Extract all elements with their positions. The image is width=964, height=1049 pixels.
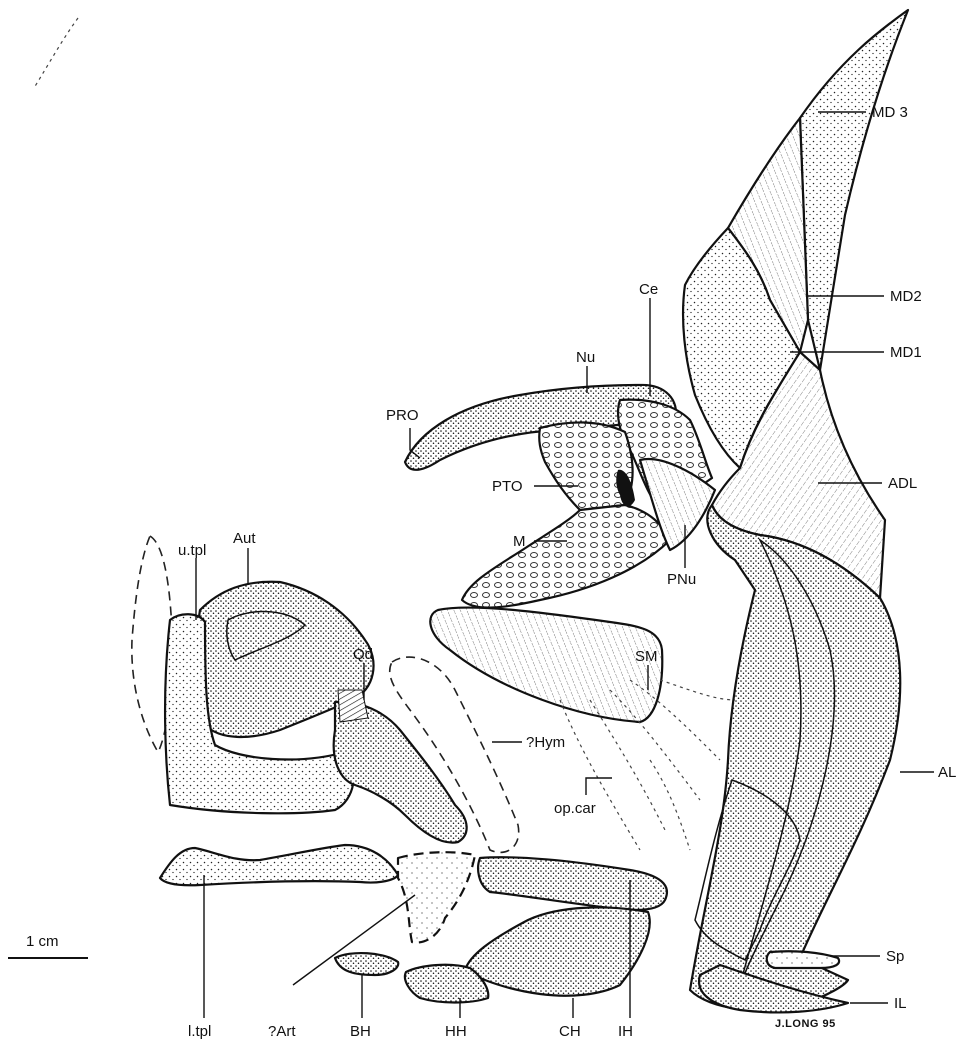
label-md2: MD2 — [890, 288, 922, 305]
lower-transverse-plate — [160, 845, 398, 885]
label-adl: ADL — [888, 475, 917, 492]
label-il: IL — [894, 995, 907, 1012]
label-nu: Nu — [576, 349, 595, 366]
label-al: AL — [938, 764, 956, 781]
median-dorsal-plate-3 — [800, 10, 908, 370]
label-bh: BH — [350, 1023, 371, 1040]
label-sp: Sp — [886, 948, 904, 965]
label-ch: CH — [559, 1023, 581, 1040]
label-aut: Aut — [233, 530, 256, 547]
label-sm: SM — [635, 648, 658, 665]
infragnathal-hyal — [478, 857, 667, 910]
label-art: ?Art — [268, 1023, 296, 1040]
label-hh: HH — [445, 1023, 467, 1040]
ceratohyal — [465, 907, 650, 995]
label-opcar: op.car — [554, 800, 596, 817]
label-pto: PTO — [492, 478, 523, 495]
label-qd: Qd — [353, 646, 373, 663]
stray-mark — [34, 18, 78, 88]
postorbital-plate — [539, 422, 632, 510]
artist-signature: J.LONG 95 — [775, 1018, 836, 1030]
marginal-plate — [462, 505, 670, 608]
label-md1: MD1 — [890, 344, 922, 361]
label-ltpl: l.tpl — [188, 1023, 211, 1040]
label-m: M — [513, 533, 526, 550]
basihyal — [335, 953, 398, 975]
quadrate — [334, 702, 467, 843]
spinal-plate — [767, 951, 839, 968]
label-md3: MD 3 — [872, 104, 908, 121]
label-pro: PRO — [386, 407, 419, 424]
label-hym: ?Hym — [526, 734, 565, 751]
label-ih: IH — [618, 1023, 633, 1040]
articular-outline — [398, 852, 475, 942]
label-ce: Ce — [639, 281, 658, 298]
scale-bar-label: 1 cm — [26, 933, 59, 950]
label-utpl: u.tpl — [178, 542, 206, 559]
submarginal-plate — [430, 608, 662, 722]
label-pnu: PNu — [667, 571, 696, 588]
